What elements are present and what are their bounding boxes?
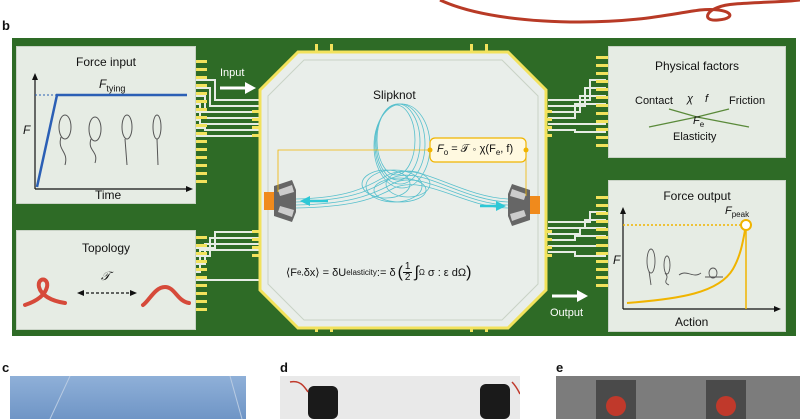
slipknot-knot	[295, 103, 509, 209]
factor-friction: Friction	[729, 95, 766, 107]
force-input-plot	[32, 73, 193, 192]
force-output-plot	[620, 207, 781, 312]
f-peak-label: Fpeak	[725, 205, 749, 219]
force-input-title: Force input	[75, 55, 137, 69]
f-peak-main: F	[725, 205, 732, 217]
photo-d	[280, 376, 520, 419]
integral-sub: Ω	[418, 268, 425, 277]
f-tying-main: F	[99, 77, 107, 91]
peak-marker	[740, 219, 752, 231]
energy-left: ⟨F	[286, 267, 298, 279]
pull-left-arrow-icon	[300, 196, 310, 206]
equation-box-node-right	[523, 147, 529, 153]
force-input-y-label: F	[23, 123, 31, 137]
f-peak-sub: peak	[731, 210, 750, 220]
slipknot-chip	[258, 50, 548, 330]
panel-label-d: d	[280, 360, 288, 375]
force-output-title: Force output	[663, 189, 731, 203]
panel-label-e: e	[556, 360, 564, 375]
factor-f: f	[705, 93, 709, 105]
factor-fe-sub: e	[699, 120, 705, 130]
energy-mid: δx⟩ = δU	[303, 267, 347, 279]
input-label: Input	[220, 67, 245, 79]
arrow-right-icon	[130, 290, 137, 296]
photo-c	[10, 376, 246, 419]
right-gripper	[508, 184, 540, 226]
eq-fo: F	[437, 143, 444, 155]
factor-contact: Contact	[635, 95, 673, 107]
force-output-curve	[626, 224, 747, 304]
topology-card: Topology 𝒯	[16, 230, 196, 330]
factor-fe: Fe	[693, 115, 704, 129]
physical-factors-title: Physical factors	[654, 59, 740, 73]
force-input-curve	[35, 93, 187, 188]
output-label: Output	[550, 307, 584, 319]
photo-c-scene	[49, 376, 243, 419]
paren-open: (	[397, 263, 403, 281]
x-axis-arrow-icon	[186, 186, 193, 192]
left-gripper	[264, 180, 296, 222]
eq-fe-sub: e	[495, 148, 501, 158]
slipknot-equation: Fo = 𝒯 ∘ χ(Fe, f)	[437, 143, 513, 157]
factor-fe-main: F	[693, 115, 700, 127]
knot-sketches	[646, 248, 723, 286]
frac-num: 1	[404, 261, 411, 272]
energy-right: := δ	[376, 266, 396, 279]
output-arrow-icon	[552, 290, 588, 302]
f-tying-sub: tying	[106, 83, 126, 94]
equation-box-node-left	[427, 147, 433, 153]
force-input-x-label: Time	[95, 188, 122, 202]
topology-diagram	[23, 277, 191, 307]
topology-title: Topology	[81, 241, 131, 255]
rope-with-loop	[23, 277, 67, 307]
rope-straight	[141, 284, 191, 307]
photo-d-scene	[289, 380, 520, 419]
eq-tail: , f)	[500, 143, 514, 155]
panel-label-c: c	[2, 360, 10, 375]
rope-path-top	[439, 0, 800, 24]
board-traces	[195, 44, 608, 332]
knot-sketches	[58, 114, 162, 166]
photo-e-scene	[556, 376, 800, 419]
integral-sign: ∫	[414, 263, 419, 281]
f-tying-label: Ftying	[99, 77, 125, 93]
photo-e	[556, 376, 800, 419]
arrow-left-icon	[77, 290, 84, 296]
leader-left	[277, 149, 430, 192]
pull-right-arrow-icon	[496, 201, 506, 211]
energy-left-sub: e,	[297, 268, 304, 277]
factor-elasticity: Elasticity	[673, 131, 717, 143]
chip-body	[258, 50, 548, 330]
frac-den: 2	[402, 272, 413, 283]
eq-fo-sub: o	[443, 148, 449, 158]
y-axis-arrow-icon	[620, 207, 626, 214]
eq-rhs: = 𝒯 ∘ χ(F	[448, 143, 496, 155]
force-output-card: Force output F Action Fpeak	[608, 180, 786, 332]
force-output-y-label: F	[613, 253, 621, 267]
force-input-card: Force input F Time Ftying	[16, 46, 196, 204]
force-output-x-label: Action	[675, 315, 709, 329]
paren-close: )	[466, 263, 472, 281]
rope-fragment-top	[439, 0, 800, 24]
topology-operator: 𝒯	[101, 269, 111, 283]
slipknot-title: Slipknot	[373, 88, 416, 102]
energy-mid-sub: elasticity	[346, 268, 377, 277]
input-arrow-icon	[220, 82, 256, 94]
y-axis-arrow-icon	[32, 73, 38, 80]
chip-inner-border	[267, 59, 539, 321]
x-axis-arrow-icon	[774, 306, 781, 312]
energy-fraction: 1 2	[402, 261, 413, 283]
factor-chi: χ	[687, 93, 694, 105]
integrand: σ : ε dΩ	[427, 266, 467, 279]
physical-factors-card: Physical factors Contact χ f Friction Fe…	[608, 46, 786, 158]
factors-diagram	[648, 108, 750, 128]
panel-label-b: b	[2, 18, 10, 33]
